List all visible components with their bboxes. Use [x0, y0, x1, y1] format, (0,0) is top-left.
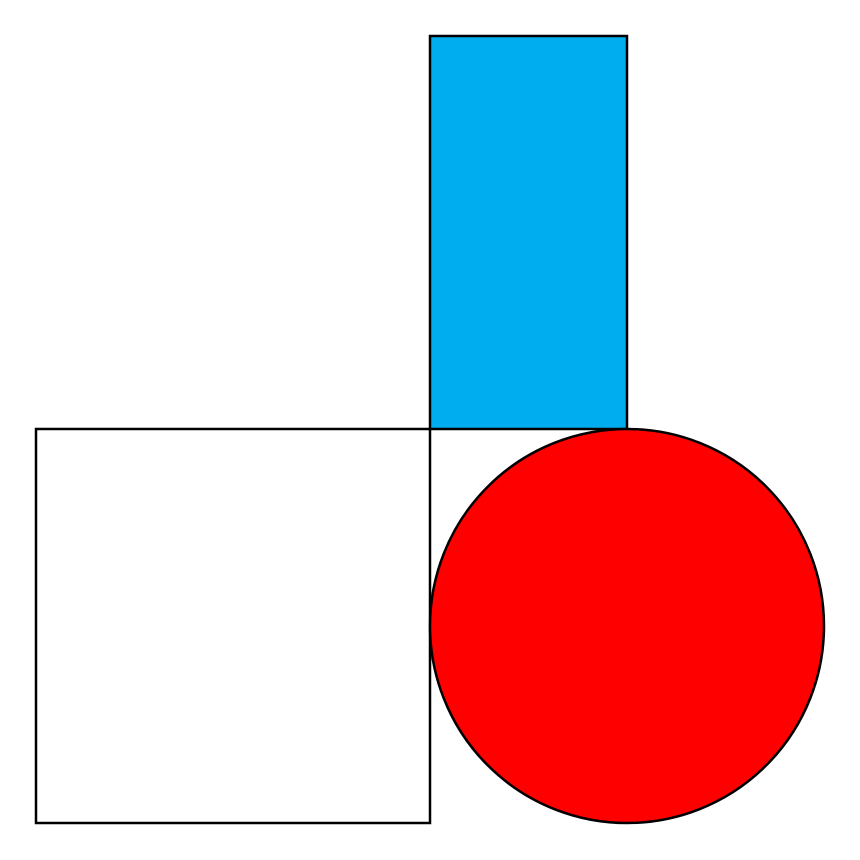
red-circle [428, 427, 826, 825]
blue-rectangle [428, 34, 629, 431]
white-square [34, 427, 432, 825]
